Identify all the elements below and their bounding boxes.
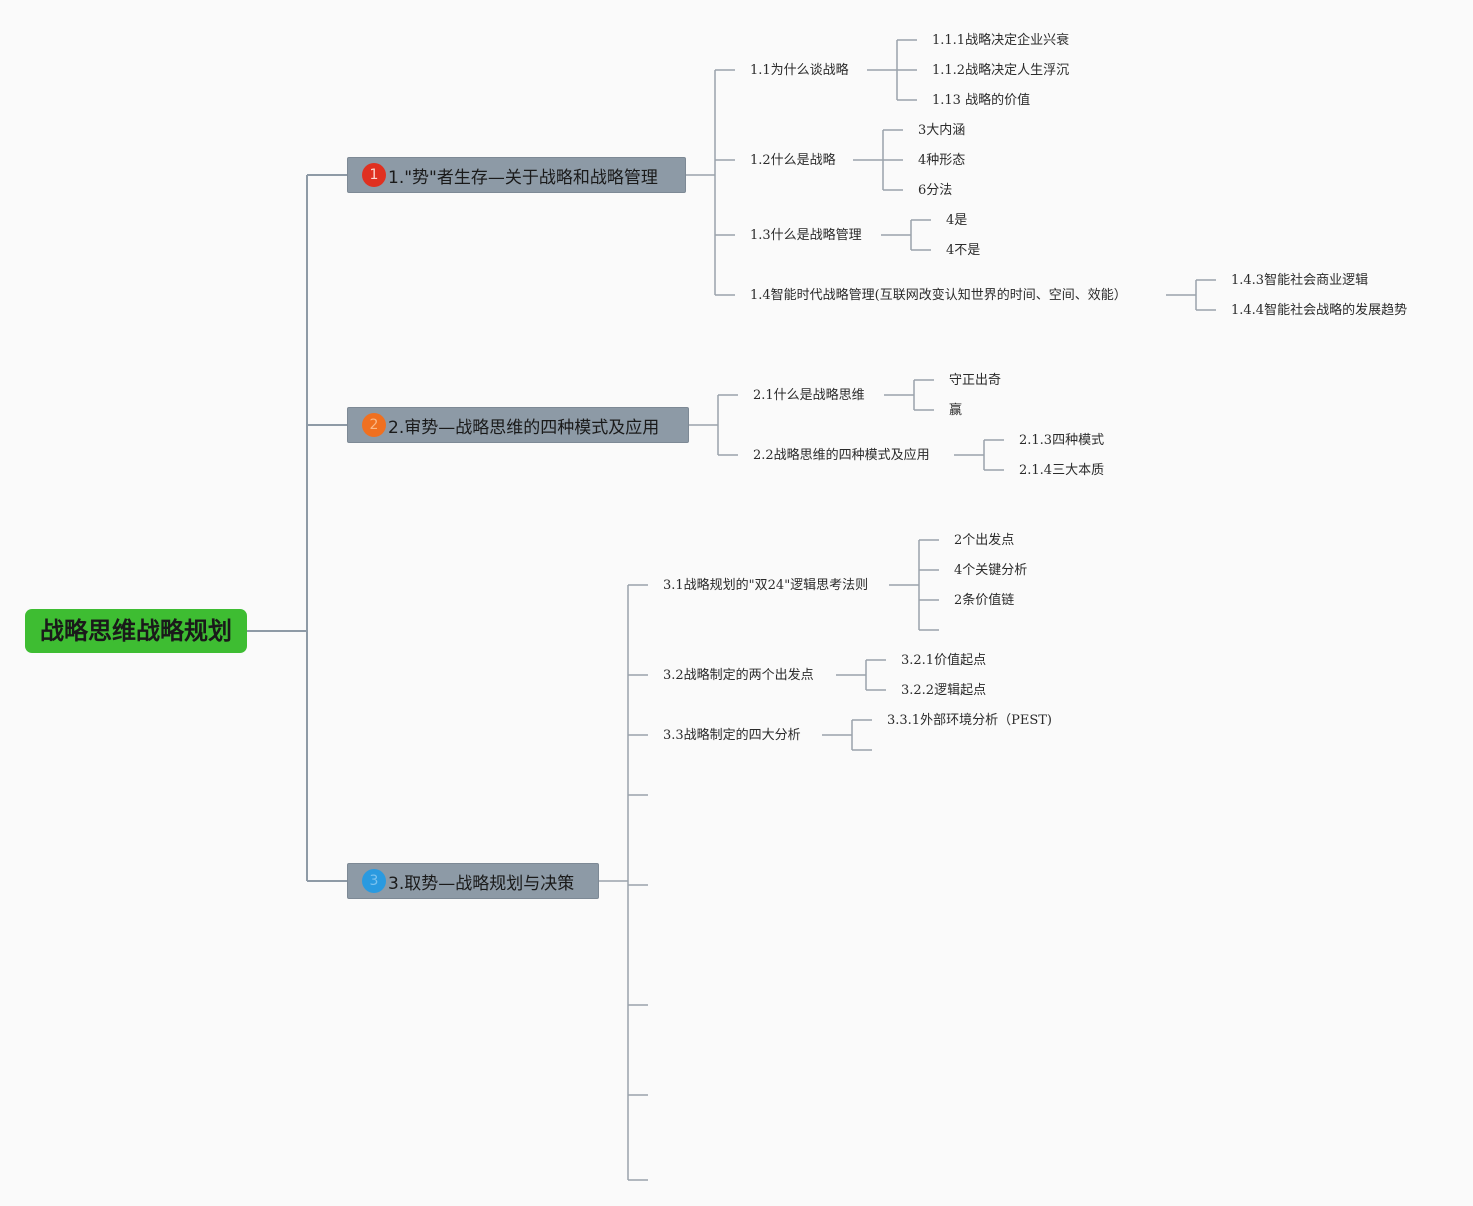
subtopic-2-1[interactable]: 2.1什么是战略思维	[753, 388, 865, 403]
connector-t1-s3	[881, 219, 931, 251]
main-topic-2-label: 2.审势—战略思维的四种模式及应用	[388, 417, 660, 438]
subtopic-2-2[interactable]: 2.2战略思维的四种模式及应用	[753, 448, 930, 463]
leaf-1-3-2[interactable]: 4不是	[946, 243, 981, 258]
priority-2-icon: 2	[362, 413, 386, 437]
leaf-3-1-3[interactable]: 2条价值链	[954, 593, 1015, 608]
leaf-3-2-1[interactable]: 3.2.1价值起点	[901, 653, 987, 668]
main-topic-1-label: 1."势"者生存—关于战略和战略管理	[388, 167, 658, 188]
subtopic-1-3[interactable]: 1.3什么是战略管理	[750, 228, 862, 243]
connector-t1-bracket	[685, 69, 735, 296]
connector-t3-s2	[836, 659, 886, 691]
connector-t3-s3	[822, 719, 872, 751]
connector-t1-s2	[853, 129, 903, 191]
leaf-3-1-2[interactable]: 4个关键分析	[954, 563, 1028, 578]
root-topic[interactable]: 战略思维战略规划	[25, 609, 247, 653]
leaf-3-2-2[interactable]: 3.2.2逻辑起点	[901, 683, 987, 698]
subtopic-1-2[interactable]: 1.2什么是战略	[750, 153, 836, 168]
priority-1-icon: 1	[362, 163, 386, 187]
connector-t2-bracket	[688, 394, 738, 456]
leaf-1-2-1[interactable]: 3大内涵	[918, 123, 966, 138]
subtopic-3-3[interactable]: 3.3战略制定的四大分析	[663, 728, 801, 743]
subtopic-3-2[interactable]: 3.2战略制定的两个出发点	[663, 668, 814, 683]
leaf-3-1-1[interactable]: 2个出发点	[954, 533, 1015, 548]
main-topic-2[interactable]: 2 2.审势—战略思维的四种模式及应用	[347, 407, 689, 443]
leaf-1-4-1[interactable]: 1.4.3智能社会商业逻辑	[1231, 273, 1369, 288]
priority-3-icon: 3	[362, 869, 386, 893]
connector-t2-s2	[954, 439, 1004, 471]
leaf-1-1-1[interactable]: 1.1.1战略决定企业兴衰	[932, 33, 1070, 48]
leaf-1-1-3[interactable]: 1.13 战略的价值	[932, 93, 1031, 108]
leaf-1-4-2[interactable]: 1.4.4智能社会战略的发展趋势	[1231, 303, 1408, 318]
leaf-3-3-1[interactable]: 3.3.1外部环境分析（PEST)	[887, 713, 1052, 728]
connector-t1-s1	[867, 39, 917, 101]
connector-t1-s4	[1166, 279, 1216, 311]
subtopic-1-4[interactable]: 1.4智能时代战略管理(互联网改变认知世界的时间、空间、效能）	[750, 288, 1127, 303]
main-topic-1[interactable]: 1 1."势"者生存—关于战略和战略管理	[347, 157, 686, 193]
leaf-1-2-3[interactable]: 6分法	[918, 183, 953, 198]
main-topic-3-label: 3.取势—战略规划与决策	[388, 873, 575, 894]
connector-t3-bracket	[598, 584, 648, 1181]
leaf-1-3-1[interactable]: 4是	[946, 213, 968, 228]
connector-t2-s1	[884, 379, 934, 411]
subtopic-3-1[interactable]: 3.1战略规划的"双24"逻辑思考法则	[663, 578, 869, 593]
leaf-2-2-2[interactable]: 2.1.4三大本质	[1019, 463, 1105, 478]
connector-t3-s1	[889, 539, 939, 631]
leaf-2-1-1[interactable]: 守正出奇	[949, 373, 1002, 388]
leaf-1-1-2[interactable]: 1.1.2战略决定人生浮沉	[932, 63, 1070, 78]
subtopic-1-1[interactable]: 1.1为什么谈战略	[750, 63, 849, 78]
leaf-2-2-1[interactable]: 2.1.3四种模式	[1019, 433, 1105, 448]
main-topic-3[interactable]: 3 3.取势—战略规划与决策	[347, 863, 599, 899]
leaf-2-1-2[interactable]: 赢	[949, 403, 963, 418]
leaf-1-2-2[interactable]: 4种形态	[918, 153, 966, 168]
